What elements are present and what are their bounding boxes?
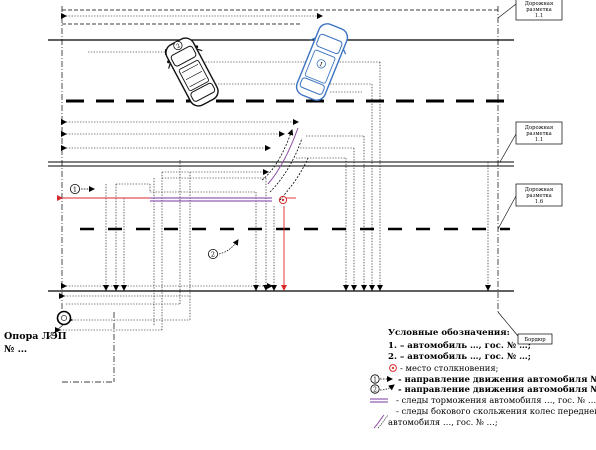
dimension-lines xyxy=(55,13,491,333)
svg-text:разметка: разметка xyxy=(526,131,552,137)
legend-dir2-icon: 2 xyxy=(370,384,395,394)
legend: Условные обозначения: 1. – автомобиль …,… xyxy=(370,327,596,429)
collision-mark xyxy=(278,195,288,205)
svg-text:1.1: 1.1 xyxy=(535,13,543,19)
svg-text:Дорожная: Дорожная xyxy=(525,1,553,7)
legend-brake: - следы торможения автомобиля …, гос. № … xyxy=(396,395,596,405)
road xyxy=(48,39,514,292)
legend-dir1: - направление движения автомобиля №1; xyxy=(398,374,596,385)
direction-mark-2: 2 xyxy=(207,239,239,259)
direction-mark-1-number: 1 xyxy=(73,186,77,194)
legend-car2: 2. – автомобиль …, гос. № …; xyxy=(388,351,531,362)
pole-number: № … xyxy=(4,344,27,355)
side-slip-trace xyxy=(267,127,299,185)
legend-collision: - место столкновения; xyxy=(400,363,498,373)
legend-dir2: - направление движения автомобиля №2; xyxy=(398,384,596,395)
reference-lines xyxy=(61,6,499,383)
svg-text:Бордюр: Бордюр xyxy=(524,337,546,343)
svg-text:разметка: разметка xyxy=(526,7,552,13)
car-1: 1 xyxy=(295,23,349,101)
legend-brake-icon xyxy=(370,398,388,403)
marking-label-lower: Дорожная разметка 1.6 xyxy=(497,183,563,230)
svg-text:1: 1 xyxy=(373,376,377,383)
pole-title: Опора ЛЭП xyxy=(4,331,67,342)
car-2-number: 2 xyxy=(175,42,182,50)
marking-label-top: Дорожная разметка 1.1 xyxy=(497,0,563,21)
legend-car1: 1. – автомобиль …, гос. № …; xyxy=(388,340,531,351)
car1-direction xyxy=(57,195,296,291)
car-1-number: 1 xyxy=(318,61,324,69)
svg-text:2: 2 xyxy=(373,386,377,393)
kerb-label: Бордюр xyxy=(497,311,553,345)
svg-text:1.6: 1.6 xyxy=(535,199,543,205)
legend-side-slip-2: автомобиля …, гос. № …; xyxy=(388,417,498,427)
marking-label-mid: Дорожная разметка 1.1 xyxy=(499,121,563,163)
svg-text:1.1: 1.1 xyxy=(535,137,543,143)
legend-collision-icon xyxy=(389,364,397,372)
legend-side-slip: - следы бокового скольжения колес передн… xyxy=(396,406,596,416)
direction-mark-2-number: 2 xyxy=(211,251,215,259)
car-2: 2 xyxy=(165,37,219,107)
direction-mark-1: 1 xyxy=(70,183,95,194)
svg-text:разметка: разметка xyxy=(526,193,552,199)
svg-text:Дорожная: Дорожная xyxy=(525,125,553,131)
legend-title: Условные обозначения: xyxy=(388,327,510,338)
legend-slip-icon xyxy=(373,414,389,429)
legend-dir1-icon: 1 xyxy=(370,374,393,384)
power-pole: Опора ЛЭП № … xyxy=(4,310,72,355)
trajectories xyxy=(261,127,309,201)
brake-traces xyxy=(150,197,272,202)
svg-text:Дорожная: Дорожная xyxy=(525,187,553,193)
